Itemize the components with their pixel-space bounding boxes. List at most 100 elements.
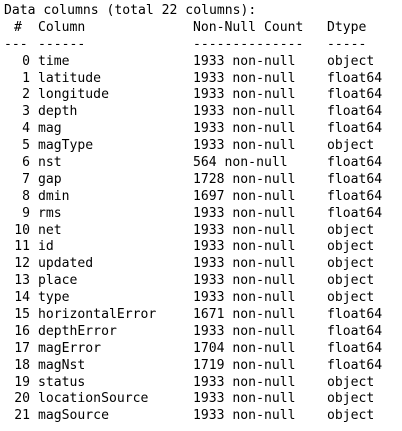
row-non-null-count: 1933 non-null bbox=[193, 256, 296, 272]
row-index: 5 bbox=[22, 138, 30, 154]
row-dtype: object bbox=[327, 408, 375, 424]
dataframe-info-output: Data columns (total 22 columns): # Colum… bbox=[4, 3, 400, 425]
row-column-name: magError bbox=[38, 340, 102, 356]
row-index: 7 bbox=[22, 171, 30, 187]
row-index: 1 bbox=[22, 70, 30, 86]
row-non-null-count: 1933 non-null bbox=[193, 205, 296, 221]
row-non-null-count: 1933 non-null bbox=[193, 408, 296, 424]
row-dtype: object bbox=[327, 138, 375, 154]
summary-text: Data columns (total 22 columns): bbox=[4, 3, 257, 18]
column-row: 5 magType 1933 non-null object bbox=[4, 138, 400, 155]
row-index: 14 bbox=[14, 290, 30, 306]
row-dtype: float64 bbox=[327, 171, 383, 187]
row-index: 16 bbox=[14, 323, 30, 339]
row-index: 4 bbox=[22, 121, 30, 137]
row-index: 11 bbox=[14, 239, 30, 255]
row-column-name: magSource bbox=[38, 408, 109, 424]
separator-column: ------ bbox=[38, 36, 86, 52]
row-dtype: float64 bbox=[327, 323, 383, 339]
row-column-name: horizontalError bbox=[38, 307, 157, 323]
row-non-null-count: 1704 non-null bbox=[193, 340, 296, 356]
row-column-name: depth bbox=[38, 104, 78, 120]
row-dtype: object bbox=[327, 256, 375, 272]
column-row: 9 rms 1933 non-null float64 bbox=[4, 206, 400, 223]
row-column-name: magType bbox=[38, 138, 94, 154]
row-dtype: float64 bbox=[327, 188, 383, 204]
row-dtype: object bbox=[327, 391, 375, 407]
row-index: 13 bbox=[14, 273, 30, 289]
row-non-null-count: 1933 non-null bbox=[193, 70, 296, 86]
row-index: 6 bbox=[22, 155, 30, 171]
row-dtype: float64 bbox=[327, 357, 383, 373]
row-column-name: magNst bbox=[38, 357, 86, 373]
row-column-name: status bbox=[38, 374, 86, 390]
row-column-name: latitude bbox=[38, 70, 102, 86]
row-non-null-count: 1728 non-null bbox=[193, 171, 296, 187]
row-index: 0 bbox=[22, 53, 30, 69]
row-dtype: float64 bbox=[327, 87, 383, 103]
separator-index: --- bbox=[4, 36, 28, 52]
column-row: 21 magSource 1933 non-null object bbox=[4, 408, 400, 425]
row-non-null-count: 1933 non-null bbox=[193, 374, 296, 390]
header-index: # bbox=[14, 19, 22, 35]
row-non-null-count: 1697 non-null bbox=[193, 188, 296, 204]
column-row: 15 horizontalError 1671 non-null float64 bbox=[4, 307, 400, 324]
row-column-name: rms bbox=[38, 205, 62, 221]
row-column-name: nst bbox=[38, 155, 62, 171]
row-dtype: object bbox=[327, 239, 375, 255]
row-non-null-count: 1933 non-null bbox=[193, 290, 296, 306]
column-row: 6 nst 564 non-null float64 bbox=[4, 155, 400, 172]
row-non-null-count: 1719 non-null bbox=[193, 357, 296, 373]
row-dtype: object bbox=[327, 222, 375, 238]
separator-dtype: ----- bbox=[327, 36, 367, 52]
column-row: 12 updated 1933 non-null object bbox=[4, 256, 400, 273]
row-index: 8 bbox=[22, 188, 30, 204]
row-column-name: updated bbox=[38, 256, 94, 272]
header-column: Column bbox=[38, 19, 86, 35]
row-column-name: depthError bbox=[38, 323, 117, 339]
row-non-null-count: 1671 non-null bbox=[193, 307, 296, 323]
row-non-null-count: 1933 non-null bbox=[193, 138, 296, 154]
row-non-null-count: 1933 non-null bbox=[193, 222, 296, 238]
header-dtype: Dtype bbox=[327, 19, 367, 35]
row-dtype: float64 bbox=[327, 205, 383, 221]
row-dtype: float64 bbox=[327, 155, 383, 171]
row-index: 2 bbox=[22, 87, 30, 103]
row-non-null-count: 1933 non-null bbox=[193, 239, 296, 255]
row-non-null-count: 1933 non-null bbox=[193, 104, 296, 120]
row-dtype: object bbox=[327, 273, 375, 289]
row-index: 12 bbox=[14, 256, 30, 272]
row-non-null-count: 1933 non-null bbox=[193, 121, 296, 137]
row-non-null-count: 1933 non-null bbox=[193, 273, 296, 289]
row-dtype: float64 bbox=[327, 104, 383, 120]
summary-line: Data columns (total 22 columns): bbox=[4, 3, 400, 20]
row-dtype: float64 bbox=[327, 307, 383, 323]
separator-row: --- ------ -------------- ----- bbox=[4, 37, 400, 54]
row-non-null-count: 1933 non-null bbox=[193, 53, 296, 69]
column-row: 20 locationSource 1933 non-null object bbox=[4, 391, 400, 408]
header-row: # Column Non-Null Count Dtype bbox=[4, 20, 400, 37]
row-non-null-count: 564 non-null bbox=[193, 155, 288, 171]
row-column-name: locationSource bbox=[38, 391, 149, 407]
row-non-null-count: 1933 non-null bbox=[193, 87, 296, 103]
row-index: 9 bbox=[22, 205, 30, 221]
row-non-null-count: 1933 non-null bbox=[193, 391, 296, 407]
row-dtype: object bbox=[327, 374, 375, 390]
row-index: 21 bbox=[14, 408, 30, 424]
row-index: 15 bbox=[14, 307, 30, 323]
row-dtype: object bbox=[327, 290, 375, 306]
row-index: 20 bbox=[14, 391, 30, 407]
